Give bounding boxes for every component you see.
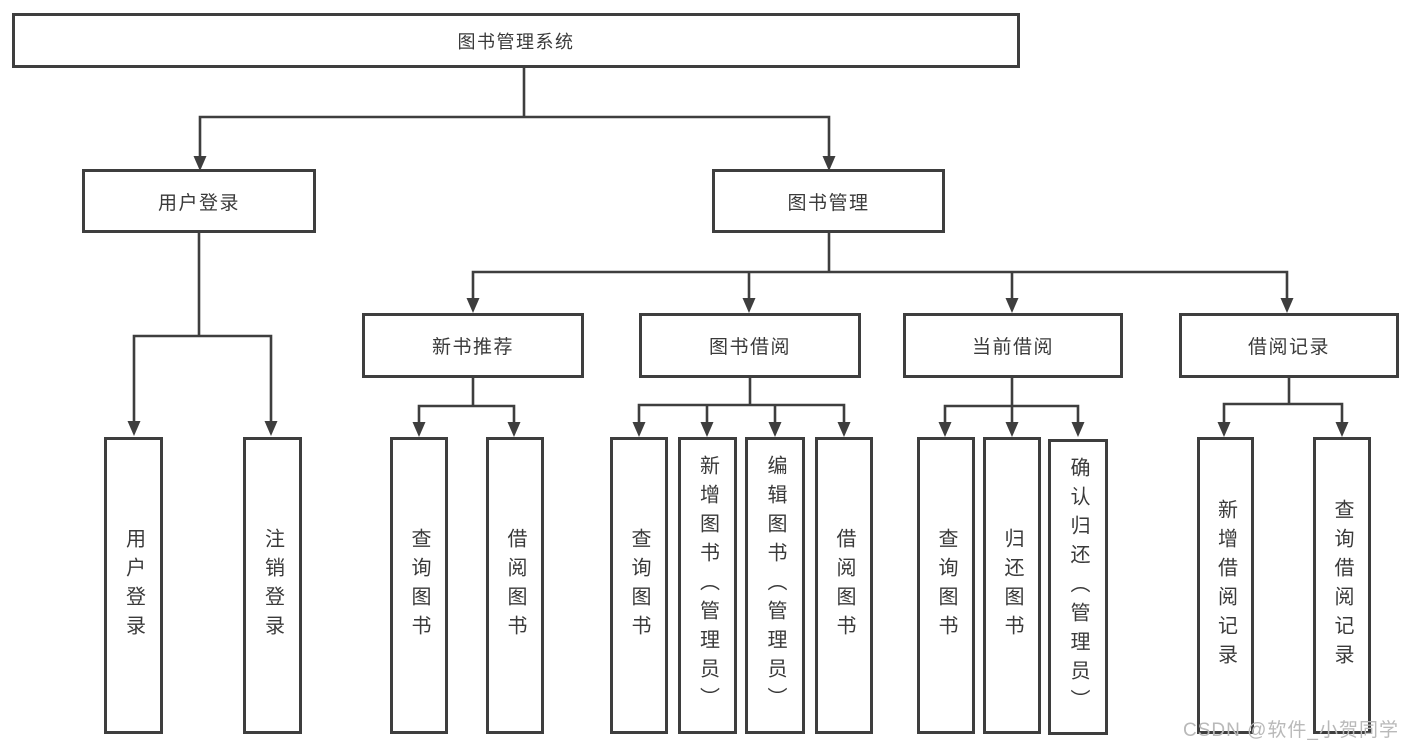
watermark-text: CSDN @软件_小贺同学 xyxy=(1183,720,1399,741)
node-user-login-label: 用户登录 xyxy=(157,192,240,214)
leaf-confirm-return-admin-label: 确认归还（管理员） xyxy=(1067,456,1089,718)
node-root-label: 图书管理系统 xyxy=(457,31,575,52)
node-root: 图书管理系统 xyxy=(12,13,1020,68)
node-current-borrow-label: 当前借阅 xyxy=(971,337,1054,358)
leaf-return-book-label: 归还图书 xyxy=(1001,527,1023,644)
arrowheads xyxy=(127,156,1349,437)
leaf-add-borrow-record: 新增借阅记录 xyxy=(1197,437,1254,734)
node-book-borrow-label: 图书借阅 xyxy=(708,337,791,358)
leaf-confirm-return-admin: 确认归还（管理员） xyxy=(1048,439,1108,735)
leaf-user-login: 用户登录 xyxy=(104,437,163,734)
leaf-query-borrow-record-label: 查询借阅记录 xyxy=(1331,498,1353,673)
leaf-add-book-admin-label: 新增图书（管理员） xyxy=(696,455,719,716)
leaf-logout: 注销登录 xyxy=(243,437,302,734)
leaf-add-book-admin: 新增图书（管理员） xyxy=(678,437,737,734)
node-book-management-label: 图书管理 xyxy=(787,192,870,214)
leaf-borrow-books-label: 借阅图书 xyxy=(833,527,855,644)
leaf-logout-label: 注销登录 xyxy=(261,527,284,644)
leaf-borrow-books: 借阅图书 xyxy=(815,437,873,734)
leaf-query-books-borrow-label: 查询图书 xyxy=(628,527,650,644)
leaf-borrow-books-recommend-label: 借阅图书 xyxy=(504,527,526,644)
node-current-borrow: 当前借阅 xyxy=(903,313,1123,378)
node-book-borrow: 图书借阅 xyxy=(639,313,861,378)
leaf-query-books-recommend: 查询图书 xyxy=(390,437,448,734)
node-new-book-recommend-label: 新书推荐 xyxy=(431,337,514,358)
node-borrow-record-label: 借阅记录 xyxy=(1247,337,1330,358)
leaf-query-borrow-record: 查询借阅记录 xyxy=(1313,437,1371,734)
leaf-query-books-recommend-label: 查询图书 xyxy=(408,527,430,644)
node-borrow-record: 借阅记录 xyxy=(1179,313,1399,378)
node-book-management: 图书管理 xyxy=(712,169,945,233)
leaf-query-books-current-label: 查询图书 xyxy=(935,527,957,644)
leaf-query-books-borrow: 查询图书 xyxy=(610,437,668,734)
node-new-book-recommend: 新书推荐 xyxy=(362,313,584,378)
leaf-borrow-books-recommend: 借阅图书 xyxy=(486,437,544,734)
leaf-add-borrow-record-label: 新增借阅记录 xyxy=(1214,498,1237,673)
leaf-query-books-current: 查询图书 xyxy=(917,437,975,734)
leaf-edit-book-admin-label: 编辑图书（管理员） xyxy=(764,455,786,716)
leaf-user-login-label: 用户登录 xyxy=(122,527,145,644)
leaf-return-book: 归还图书 xyxy=(983,437,1041,734)
node-user-login: 用户登录 xyxy=(82,169,316,233)
leaf-edit-book-admin: 编辑图书（管理员） xyxy=(745,437,805,734)
